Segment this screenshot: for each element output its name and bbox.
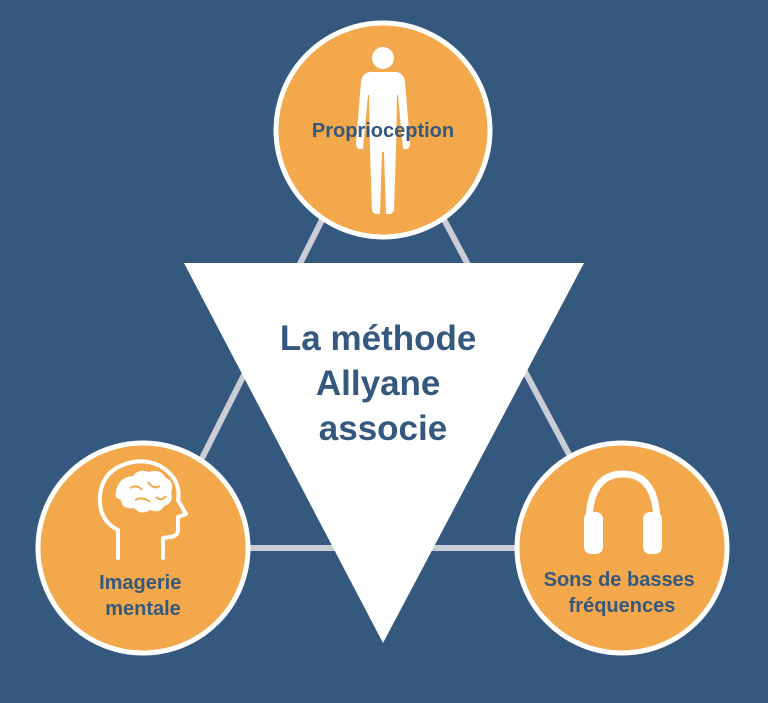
node-imagerie-mentale-line-1: Imagerie (99, 572, 181, 594)
center-title-line-1: La méthode (280, 319, 476, 358)
head-brain-icon (97, 459, 188, 560)
node-sons-basses-frequences: Sons de basses fréquences (514, 440, 730, 656)
node-imagerie-mentale-label: Imagerie mentale (99, 572, 187, 620)
center-title-line-2: Allyane (316, 364, 441, 403)
node-proprioception-label: Proprioception (312, 120, 454, 142)
node-sons-basses-frequences-line-2: fréquences (569, 595, 676, 617)
center-title: La méthode Allyane associe (280, 319, 486, 448)
center-title-line-3: associe (319, 409, 447, 448)
node-proprioception: Proprioception (273, 20, 493, 240)
node-imagerie-mentale-line-2: mentale (105, 598, 181, 620)
node-imagerie-mentale-circle (35, 440, 251, 656)
node-sons-basses-frequences-label: Sons de basses fréquences (544, 569, 701, 617)
node-sons-basses-frequences-circle (514, 440, 730, 656)
human-body-icon (356, 47, 410, 214)
node-imagerie-mentale: Imagerie mentale (35, 440, 251, 656)
center-triangle (184, 263, 584, 643)
node-sons-basses-frequences-line-1: Sons de basses (544, 569, 695, 591)
headphones-icon (584, 470, 662, 554)
